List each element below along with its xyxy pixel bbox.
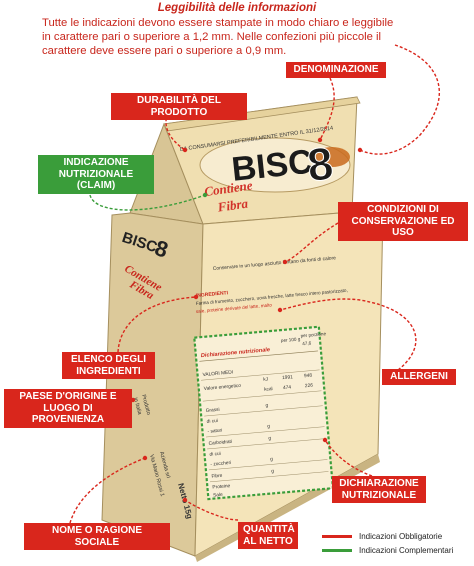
side-origin-text: Prodotto xyxy=(140,394,151,416)
label-indicazione-nutrizionale: INDICAZIONE NUTRIZIONALE (CLAIM) xyxy=(38,155,154,194)
legend-label-obbligatorie: Indicazioni Obbligatorie xyxy=(359,531,443,541)
nutrition-grassi: Grassi xyxy=(205,407,219,414)
arrow-nome xyxy=(69,457,146,524)
svg-text:g: g xyxy=(268,436,271,441)
legend-swatch-green xyxy=(322,548,352,552)
label-nome-ragione-sociale: NOME O RAGIONE SOCIALE xyxy=(24,523,170,550)
label-dichiarazione-nutrizionale: DICHIARAZIONE NUTRIZIONALE xyxy=(332,476,426,503)
brand-logo-number: 8 xyxy=(305,137,336,191)
nutrition-value-kcal: 474 xyxy=(283,384,292,391)
label-paese-origine: PAESE D'ORIGINE E LUOGO DI PROVENIENZA xyxy=(4,389,132,428)
legend-label-complementari: Indicazioni Complementari xyxy=(359,545,454,555)
arrow-denominazione xyxy=(319,77,335,141)
header-line-2: in carattere pari o superiore a 1,2 mm. … xyxy=(42,31,382,44)
header-line-1: Tutte le indicazioni devono essere stamp… xyxy=(42,17,394,29)
nutrition-saturi: - saturi xyxy=(207,428,222,435)
ingredients-line2: sale, proteine derivate del latte, malto xyxy=(196,302,273,314)
legend-item-obbligatorie: Indicazioni Obbligatorie xyxy=(322,529,472,543)
svg-text:g: g xyxy=(270,457,273,462)
claim-text: Contiene xyxy=(203,177,253,199)
nutrition-portion-kcal: 226 xyxy=(305,382,314,389)
nutrition-col-100g: per 100 g xyxy=(281,336,301,343)
nutrition-proteine: Proteine xyxy=(212,483,231,491)
arrow-allergeni xyxy=(279,298,417,371)
nutrition-unit-kj: kJ xyxy=(263,376,269,382)
label-condizioni: CONDIZIONI DI CONSERVAZIONE ED USO xyxy=(338,202,468,241)
nutrition-col-portion-value: 47,6 xyxy=(302,340,312,346)
legend-swatch-red xyxy=(322,534,352,538)
nutrition-portion-kj: 948 xyxy=(304,373,313,380)
nutrition-value-kj: 1991 xyxy=(282,374,293,381)
label-quantita: QUANTITÀ AL NETTO xyxy=(238,522,298,549)
label-allergeni: ALLERGENI xyxy=(382,369,456,385)
header-text: Tutte le indicazioni devono essere stamp… xyxy=(42,16,462,59)
box-top-ridge xyxy=(163,96,361,132)
label-durabilita: DURABILITÀ DEL PRODOTTO xyxy=(111,93,247,120)
arrow-condizioni xyxy=(284,222,339,263)
nutrition-valori-medi: VALORI MEDI xyxy=(202,369,233,378)
nutrition-energia: Valore energetico xyxy=(204,383,242,392)
nutrition-fibre: Fibre xyxy=(211,473,223,480)
claim-text-2: Fibra xyxy=(216,195,250,214)
legend: Indicazioni Obbligatorie Indicazioni Com… xyxy=(322,529,472,557)
arrow-claim xyxy=(89,194,206,211)
header-line-3: carattere deve essere pari o superiore a… xyxy=(42,45,287,58)
nutrition-zuccheri: - zuccheri xyxy=(210,460,231,468)
nutrition-carboidrati: Carboidrati xyxy=(208,439,232,447)
brand-oval xyxy=(199,137,351,193)
legend-item-complementari: Indicazioni Complementari xyxy=(322,543,472,557)
label-denominazione: DENOMINAZIONE xyxy=(286,62,386,78)
svg-text:g: g xyxy=(271,469,274,474)
ingredients-title: INGREDIENTI xyxy=(196,290,229,299)
header-title: Leggibilità delle informazioni xyxy=(157,2,317,14)
nutrition-sale: Sale xyxy=(213,492,223,499)
nutrition-di-cui: di cui xyxy=(206,418,218,425)
svg-text:g: g xyxy=(267,424,270,429)
arrow-dichiarazione xyxy=(324,439,373,477)
brand-logo: BISC xyxy=(230,143,315,189)
arrow-leggibilita xyxy=(359,44,440,155)
nutrition-col-portion: per porzione xyxy=(300,331,326,338)
nutrition-units-g: g g g g g xyxy=(265,403,274,474)
svg-text:g: g xyxy=(265,403,268,408)
arrow-quantita xyxy=(184,499,239,521)
nutrition-table: Dichiarazione nutrizionale per 100 g per… xyxy=(193,325,335,501)
nutrition-di-cui-2: di cui xyxy=(209,451,221,458)
nutrition-unit-kcal: kcal xyxy=(264,386,273,393)
side-origin-text-2: in Italia xyxy=(132,397,143,416)
label-elenco-ingredienti: ELENCO DEGLI INGREDIENTI xyxy=(62,352,155,379)
arrow-elenco xyxy=(117,296,197,353)
brand-decor xyxy=(314,147,350,167)
